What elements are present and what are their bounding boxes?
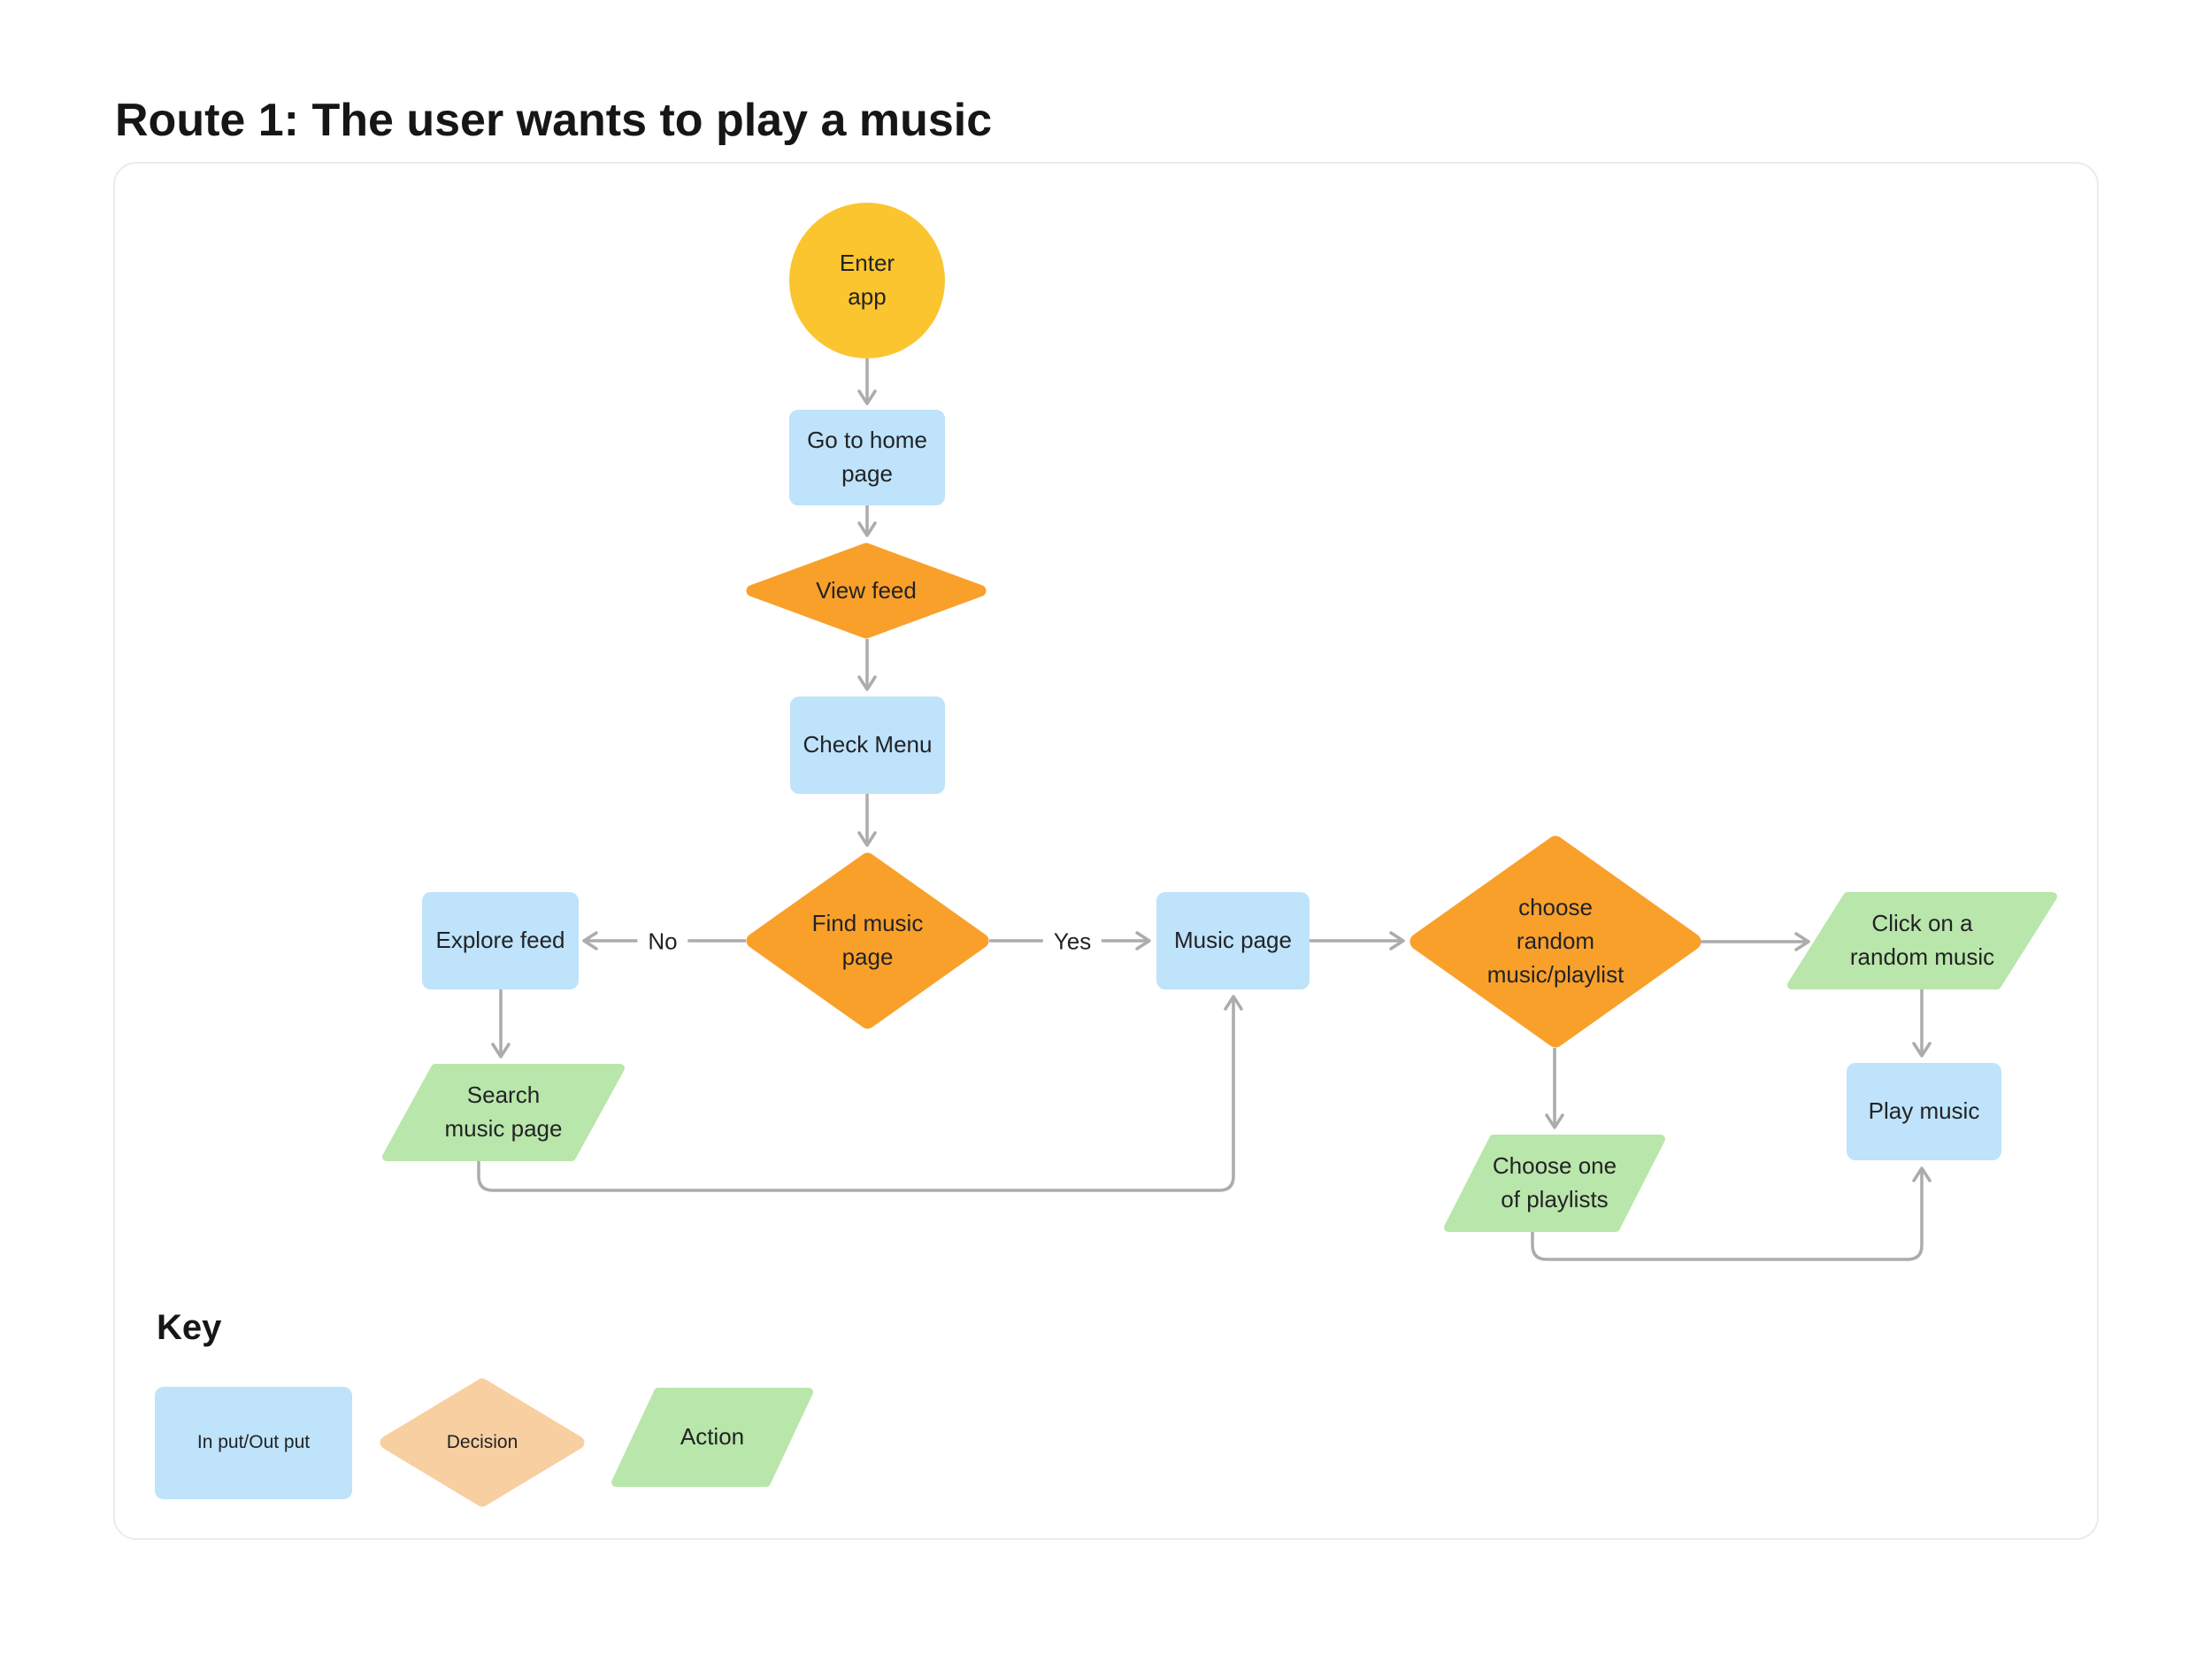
node-view-feed: View feed <box>746 543 987 639</box>
parallelogram-shape <box>382 1064 625 1161</box>
node-click-on-random-music: Click on a random music <box>1787 892 2057 989</box>
node-go-to-home-page: Go to home page <box>789 410 945 505</box>
node-label: Check Menu <box>803 731 933 758</box>
node-search-music-page: Search music page <box>382 1064 625 1161</box>
node-check-menu: Check Menu <box>790 697 945 794</box>
node-enter-app: Enter app <box>789 203 945 358</box>
key-item-label: Action <box>680 1423 745 1451</box>
key-item-action: Action <box>611 1388 813 1487</box>
edge-search-loop-to-musicpage <box>477 995 1243 1192</box>
key-item-decision: Decision <box>380 1378 585 1507</box>
node-label: View feed <box>816 576 917 604</box>
node-label: Choose one of playlists <box>1492 1152 1617 1212</box>
key-item-label: Decision <box>446 1431 518 1452</box>
edge-label-no: No <box>637 926 688 958</box>
flowchart-canvas <box>113 162 2099 1540</box>
key-heading: Key <box>157 1308 222 1347</box>
node-label: Go to home page <box>807 427 927 487</box>
node-label: Click on a random music <box>1849 910 1995 970</box>
node-choose-one-of-playlists: Choose one of playlists <box>1444 1135 1665 1232</box>
diamond-shape <box>1409 835 1701 1048</box>
diamond-shape <box>380 1378 585 1507</box>
edge-playlists-loop-to-playmusic <box>1531 1166 1932 1261</box>
edge-label-yes: Yes <box>1042 926 1102 958</box>
node-label: Find music page <box>811 910 924 970</box>
page-title: Route 1: The user wants to play a music <box>115 95 993 146</box>
key-item-label: In put/Out put <box>196 1432 311 1453</box>
node-music-page: Music page <box>1156 892 1310 989</box>
node-choose-random-music-playlist: choose random music/playlist <box>1409 835 1701 1048</box>
node-explore-feed: Explore feed <box>422 892 579 989</box>
node-label: Search music page <box>444 1082 563 1142</box>
parallelogram-shape <box>1444 1135 1665 1232</box>
node-play-music: Play music <box>1847 1063 2001 1160</box>
parallelogram-shape <box>611 1388 813 1487</box>
node-label: choose random music/playlist <box>1486 894 1624 988</box>
diamond-shape <box>746 852 989 1029</box>
key-item-input-output: In put/Out put <box>155 1387 352 1499</box>
node-label: Music page <box>1174 927 1292 954</box>
diamond-shape <box>746 543 987 639</box>
node-find-music-page: Find music page <box>746 852 989 1029</box>
parallelogram-shape <box>1787 892 2057 989</box>
node-label: Explore feed <box>435 927 565 954</box>
node-label: Enter app <box>839 250 895 310</box>
node-label: Play music <box>1868 1097 1980 1125</box>
